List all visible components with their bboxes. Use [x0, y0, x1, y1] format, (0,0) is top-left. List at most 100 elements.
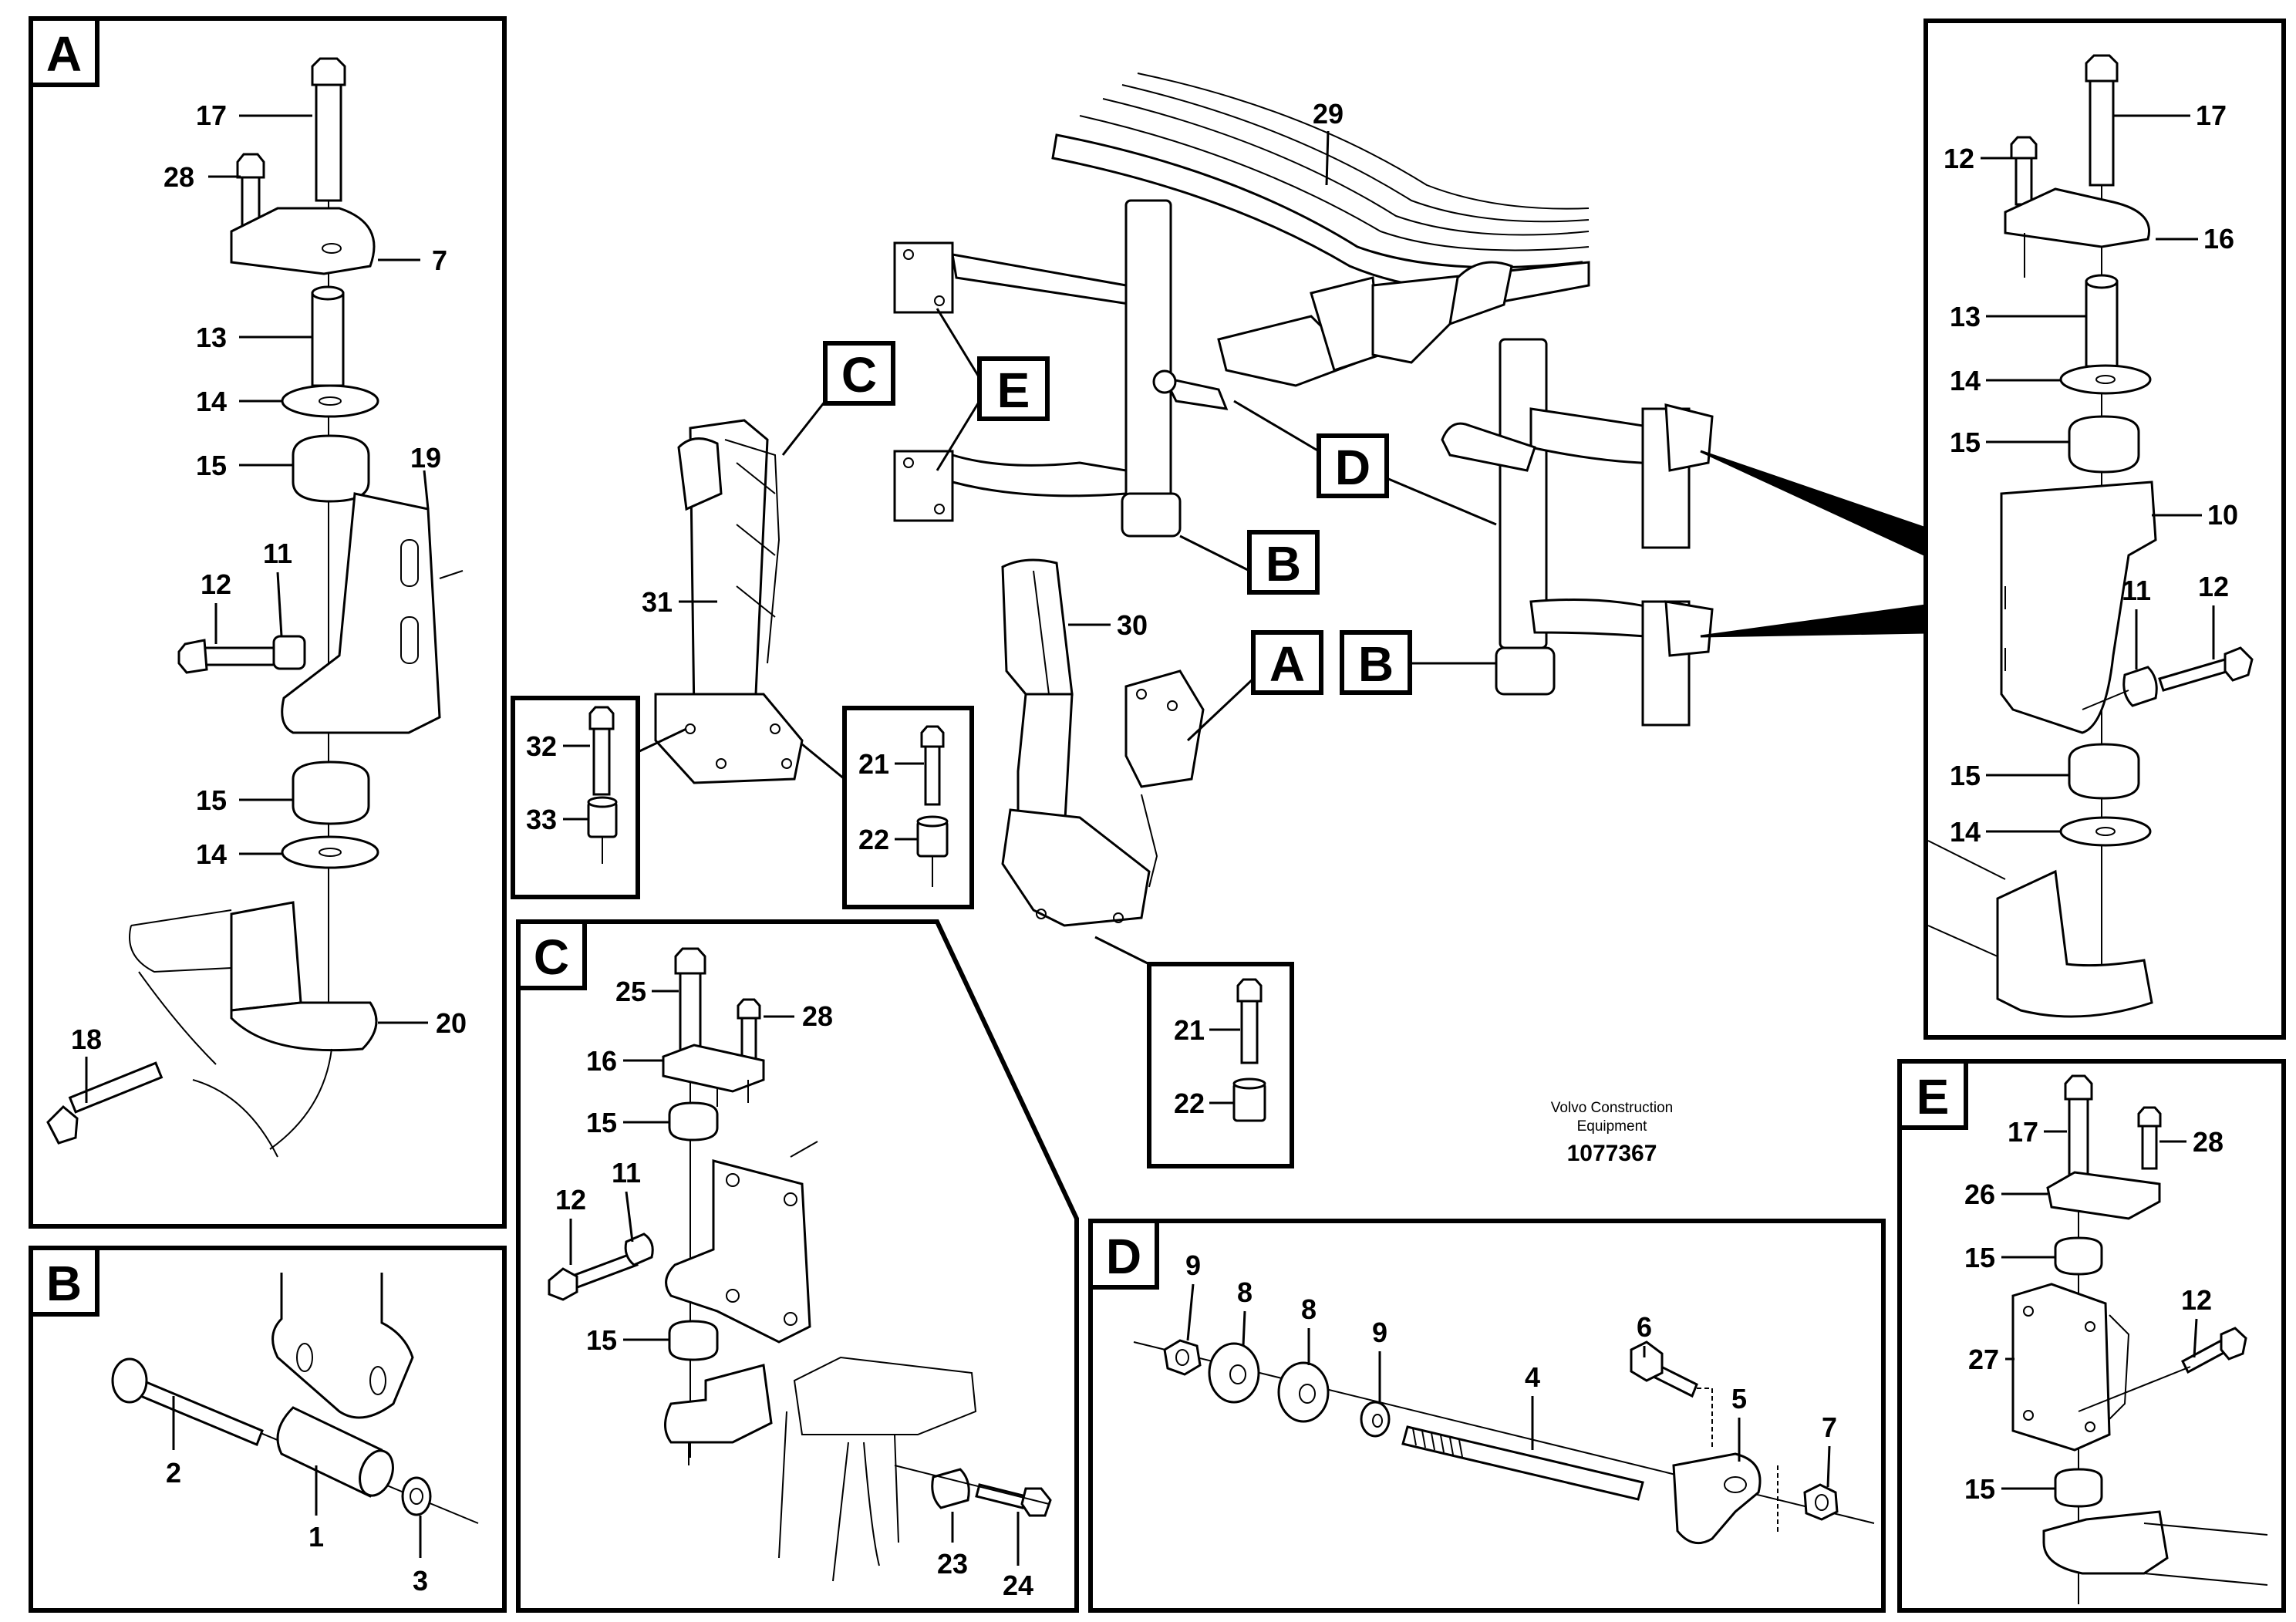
rod-4 — [1401, 1425, 1644, 1501]
base-block-c — [664, 1364, 773, 1444]
inset-21-22-bottom: 21 22 — [1094, 936, 1294, 1168]
panel-c-frame — [516, 919, 1079, 1613]
callout-d-letter: D — [1335, 440, 1371, 495]
label-c-23: 23 — [937, 1548, 968, 1580]
label-e-17: 17 — [2008, 1116, 2038, 1148]
label-a-14-lower: 14 — [196, 838, 227, 870]
label-b-2: 2 — [166, 1457, 181, 1489]
label-inset-bottom-22: 22 — [1174, 1088, 1205, 1119]
bolt-17-head — [311, 57, 346, 86]
bushing-11-c — [624, 1233, 654, 1266]
bolt-17 — [315, 83, 342, 202]
panel-a-letter-box — [29, 16, 99, 87]
label-main-29: 29 — [1313, 98, 1344, 130]
washer-14-r-upper — [2059, 364, 2152, 395]
bracket-10 — [2000, 481, 2157, 734]
label-c-28: 28 — [802, 1000, 833, 1032]
panel-c-letter-box — [516, 919, 587, 990]
frame-post — [1124, 199, 1172, 511]
bushing-15-r-lower — [2068, 743, 2140, 800]
bushing-15-e-lower — [2054, 1468, 2103, 1508]
plate-7 — [230, 207, 376, 275]
caption: Volvo Construction Equipment 1077367 — [1551, 1100, 1673, 1166]
callout-e — [977, 356, 1050, 421]
label-a-18: 18 — [71, 1023, 102, 1055]
panel-b-letter: B — [46, 1256, 82, 1311]
plate-16-r — [2004, 187, 2150, 248]
callout-c — [823, 341, 895, 406]
bolt-2 — [132, 1378, 264, 1446]
spacer-13 — [311, 292, 345, 387]
callout-e-letter: E — [997, 363, 1030, 418]
label-e-26: 26 — [1964, 1179, 1995, 1210]
label-r-15-lower: 15 — [1950, 760, 1981, 791]
main-assembly: C E D B A B 29 31 30 — [511, 73, 1927, 1168]
panel-b-letter-box — [29, 1246, 99, 1317]
label-a-11: 11 — [263, 538, 292, 569]
label-r-11: 11 — [2122, 575, 2151, 606]
label-a-13: 13 — [196, 322, 227, 353]
label-main-30: 30 — [1117, 609, 1148, 641]
washer-14-lower — [281, 835, 379, 869]
post-31 — [654, 419, 804, 784]
label-a-19: 19 — [410, 442, 441, 474]
bolt-24-head — [1020, 1487, 1052, 1517]
spacer-13-r — [2085, 280, 2119, 368]
link-rod-d — [1162, 376, 1229, 410]
label-c-11: 11 — [612, 1157, 641, 1189]
clevis-5 — [1672, 1452, 1762, 1545]
nut-9-left — [1163, 1339, 1202, 1376]
label-b-1: 1 — [308, 1521, 324, 1553]
callout-b2-letter: B — [1358, 636, 1394, 692]
bushing-15-c-lower — [668, 1320, 719, 1361]
inset-32-33: 32 33 — [511, 696, 687, 899]
label-inset-mid-22: 22 — [858, 824, 889, 855]
bushing-15-e-upper — [2054, 1236, 2103, 1276]
label-r-15-upper: 15 — [1950, 427, 1981, 458]
panel-d-letter: D — [1106, 1229, 1141, 1284]
label-b-3: 3 — [413, 1565, 428, 1597]
label-c-15-upper: 15 — [586, 1107, 617, 1138]
callout-b2 — [1340, 630, 1412, 695]
plate-16 — [662, 1044, 765, 1093]
bushing-11-r — [2122, 666, 2158, 707]
label-d-8-b: 8 — [1301, 1293, 1317, 1325]
label-d-7: 7 — [1822, 1411, 1837, 1443]
label-d-9-b: 9 — [1372, 1317, 1387, 1348]
label-r-10: 10 — [2207, 499, 2238, 531]
washer-8-b — [1277, 1361, 1330, 1423]
frame-beam-upper — [951, 253, 1136, 306]
inset-21-22-mid: 21 22 — [801, 706, 974, 909]
panel-e-letter: E — [1917, 1069, 1950, 1125]
label-c-12: 12 — [555, 1184, 586, 1216]
label-r-13: 13 — [1950, 301, 1981, 332]
label-inset-bottom-21: 21 — [1174, 1014, 1205, 1046]
bushing-15-upper — [292, 434, 370, 503]
bolt-28-e — [2141, 1125, 2158, 1170]
label-c-16: 16 — [586, 1045, 617, 1077]
label-d-9-a: 9 — [1185, 1249, 1201, 1281]
bolt-17-e — [2068, 1098, 2089, 1178]
bolt-12-r-lower — [2158, 658, 2230, 692]
washer-9 — [1360, 1401, 1391, 1438]
bolt-2-head — [111, 1357, 148, 1404]
label-a-7: 7 — [432, 244, 447, 276]
bolt-17-r — [2089, 79, 2115, 187]
callout-a — [1251, 630, 1323, 695]
label-r-14-upper: 14 — [1950, 365, 1981, 396]
base-r — [1996, 869, 2153, 1018]
callout-a-letter: A — [1269, 636, 1305, 692]
callout-c-letter: C — [841, 347, 877, 403]
drawing-number: 1077367 — [1567, 1141, 1657, 1166]
label-r-14-lower: 14 — [1950, 816, 1981, 848]
bolt-12-c — [569, 1252, 639, 1290]
washer-8-a — [1208, 1342, 1260, 1404]
nut-3 — [401, 1476, 432, 1516]
label-d-5: 5 — [1731, 1383, 1747, 1415]
panel-c: C — [516, 919, 1079, 1613]
frame-beam-lower — [951, 453, 1128, 497]
panel-e: E 17 28 26 15 1 — [1897, 1059, 2286, 1613]
bushing-15-c-upper — [668, 1101, 719, 1141]
bolt-12-r-upper — [2014, 157, 2033, 206]
